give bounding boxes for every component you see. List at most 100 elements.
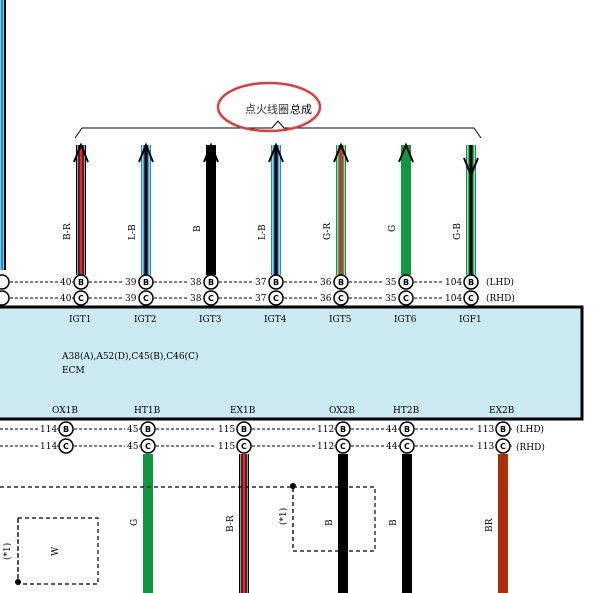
bottom-pin-number: 115 (218, 442, 235, 452)
left-wire-color: W (51, 546, 61, 556)
ecm-pin-label-igt4: IGT4 (264, 315, 287, 325)
bottom-terminal-letter: B (500, 425, 506, 434)
top-terminal-letter: B (143, 278, 149, 287)
bottom-terminal-letter: B (404, 425, 410, 434)
ecm-pin-label-ox1b: OX1B (52, 406, 78, 416)
bottom-pin-number: 44 (386, 425, 398, 435)
top-terminal-letter: B (338, 278, 344, 287)
top-pin-number: 39 (125, 278, 137, 288)
ecm-pin-label-ht1b: HT1B (134, 406, 161, 416)
bottom-terminal-b (335, 421, 351, 437)
bottom-terminal-letter: C (63, 442, 69, 451)
bottom-terminal-letter: C (404, 442, 410, 451)
top-terminal-c (463, 290, 479, 306)
top-terminal-letter: C (78, 294, 84, 303)
lhd-label-bottom: (LHD) (516, 424, 544, 435)
top-terminal-b (333, 274, 349, 290)
top-terminal-b (138, 274, 154, 290)
ecm-pin-label-igt1: IGT1 (69, 315, 91, 325)
note-mark-left: (*1) (2, 543, 13, 560)
top-pin-number: 38 (190, 278, 202, 288)
bottom-terminal-letter: B (63, 425, 69, 434)
rhd-label-top: (RHD) (486, 293, 515, 304)
top-pin-number: 38 (190, 294, 202, 304)
top-terminal-b (463, 274, 479, 290)
ecm-name-label: ECM (62, 366, 85, 376)
top-terminal-c (73, 290, 89, 306)
top-pin-number: 35 (385, 294, 397, 304)
ecm-connectors-label: A38(A),A52(D),C45(B),C46(C) (61, 351, 198, 362)
ecm-pin-label-ht2b: HT2B (393, 406, 420, 416)
bottom-terminal-letter: C (145, 442, 151, 451)
bottom-pin-number: 113 (477, 442, 494, 452)
note-mark-right: (*1) (278, 508, 289, 525)
top-terminal-letter: C (403, 294, 409, 303)
top-terminal-letter: B (208, 278, 214, 287)
top-terminal-c (203, 290, 219, 306)
bottom-terminal-letter: B (340, 425, 346, 434)
ecm-pin-label-igt2: IGT2 (134, 315, 156, 325)
top-wire-color-6: G-B (453, 223, 463, 240)
bottom-pin-number: 112 (317, 425, 334, 435)
top-pin-number: 36 (320, 294, 332, 304)
bottom-pin-number: 114 (40, 442, 57, 452)
top-pin-number: 37 (255, 294, 267, 304)
top-wire-color-5: G (388, 225, 398, 232)
ecm-pin-label-ex1b: EX1B (230, 406, 256, 416)
top-terminal-letter: C (468, 294, 474, 303)
dashed-sensor-box-right (292, 486, 376, 552)
top-terminal-b (398, 274, 414, 290)
bottom-terminal-c (236, 438, 252, 454)
bottom-pin-number: 114 (40, 425, 57, 435)
ignition-coil-title-rest: 总成 (290, 102, 312, 116)
bottom-wire-color-1: G (130, 519, 140, 526)
top-terminal-letter: B (273, 278, 279, 287)
top-pin-number: 104 (445, 294, 462, 304)
top-pin-number: 36 (320, 278, 332, 288)
group-brace (74, 120, 482, 139)
bottom-terminal-c (58, 438, 74, 454)
bottom-pin-number: 44 (386, 442, 398, 452)
bottom-wire-color-4: B (389, 519, 399, 526)
top-terminal-c (333, 290, 349, 306)
dashed-sensor-box-left (17, 517, 99, 585)
ecm-box (0, 305, 584, 421)
top-terminal-b (73, 274, 89, 290)
ecm-pin-label-igf1: IGF1 (459, 315, 482, 325)
top-wire-color-3: L-B (258, 224, 268, 240)
bottom-terminal-b (140, 421, 156, 437)
bottom-terminal-b (58, 421, 74, 437)
top-pin-number: 39 (125, 294, 137, 304)
bottom-terminal-c (140, 438, 156, 454)
ecm-pin-label-ex2b: EX2B (489, 406, 515, 416)
top-wire-color-0: B-R (63, 223, 73, 240)
bottom-terminal-c (399, 438, 415, 454)
bottom-terminal-letter: C (340, 442, 346, 451)
top-terminal-letter: C (208, 294, 214, 303)
top-terminal-c (138, 290, 154, 306)
top-pin-number: 35 (385, 278, 397, 288)
bottom-pin-number: 115 (218, 425, 235, 435)
bottom-wire-color-5: BR (485, 518, 495, 532)
bottom-pin-number: 112 (317, 442, 334, 452)
bottom-terminal-letter: B (145, 425, 151, 434)
bottom-terminal-letter: C (241, 442, 247, 451)
top-pin-number: 40 (60, 278, 72, 288)
top-pin-number: 40 (60, 294, 72, 304)
rhd-label-bottom: (RHD) (516, 442, 545, 453)
top-pin-number: 104 (445, 278, 462, 288)
bottom-terminal-letter: B (241, 425, 247, 434)
lhd-label-top: (LHD) (486, 277, 514, 288)
top-terminal-letter: C (273, 294, 279, 303)
top-wire-color-4: G-R (323, 223, 333, 240)
